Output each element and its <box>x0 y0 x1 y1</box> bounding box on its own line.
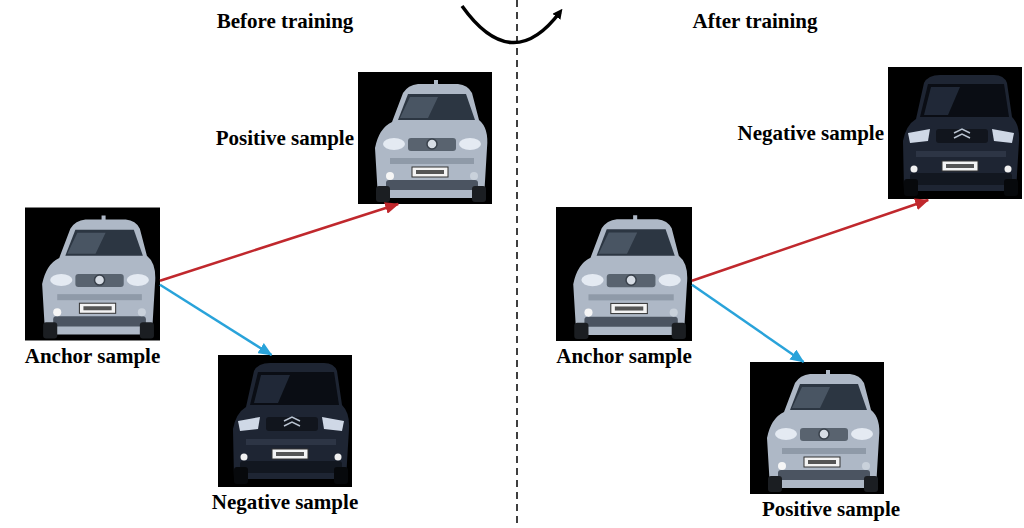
panel-heading: Before training <box>217 8 354 34</box>
sample-photo: Negative sample <box>218 355 352 487</box>
sample-photo: Anchor sample <box>556 207 692 341</box>
sample-photo: Positive sample <box>750 362 884 494</box>
distance-arrow <box>692 200 928 281</box>
distance-arrow <box>692 285 804 362</box>
sample-photo: Anchor sample <box>25 207 160 341</box>
distance-arrow <box>160 204 398 281</box>
panel-heading: After training <box>692 8 817 34</box>
sample-photo: Negative sample <box>888 66 1022 200</box>
sample-label: Positive sample <box>762 496 900 522</box>
distance-arrow <box>160 285 272 355</box>
sample-label: Negative sample <box>212 489 358 515</box>
sample-label: Positive sample <box>216 125 354 151</box>
sample-label: Anchor sample <box>25 343 161 369</box>
sample-label: Negative sample <box>738 120 884 146</box>
sample-label: Anchor sample <box>556 343 692 369</box>
sample-photo: Positive sample <box>358 72 492 204</box>
